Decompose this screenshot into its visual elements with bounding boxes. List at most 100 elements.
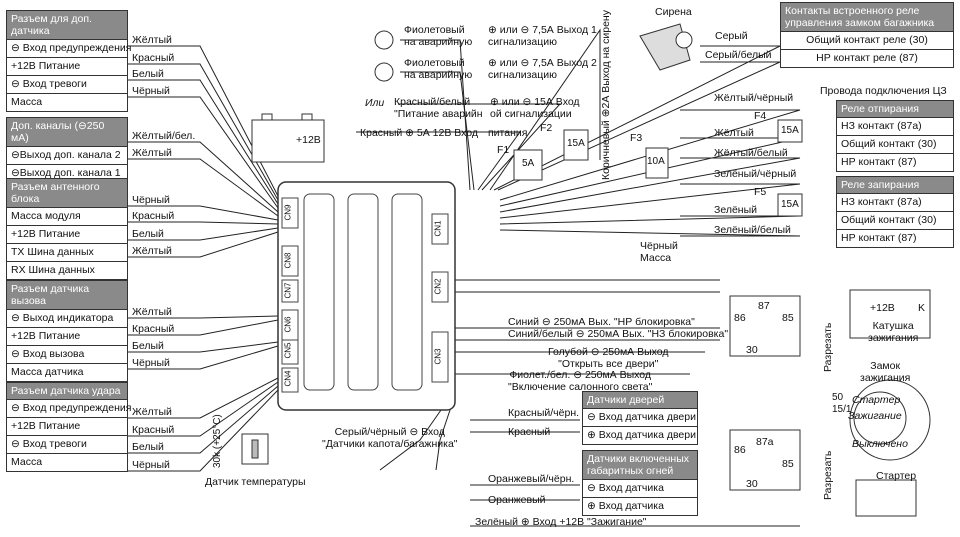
- box-row: +12В Питание: [7, 225, 127, 243]
- box-row: +12В Питание: [7, 417, 127, 435]
- wire-label: Жёлтый: [132, 147, 172, 159]
- relay-pin: 86: [734, 312, 746, 324]
- temp-sensor-label: Датчик температуры: [205, 476, 306, 488]
- box-row: Масса: [7, 93, 127, 111]
- wire-label: Жёлтый: [714, 127, 754, 139]
- box-title: Разъем антенного блока: [7, 179, 127, 207]
- starter-label: Стартер: [876, 470, 917, 482]
- wire-label: Фиолетовый на аварийную: [404, 24, 473, 48]
- wire-label: Зелёный ⊕ Вход +12В "Зажигание": [475, 516, 647, 528]
- siren-icon: [639, 23, 693, 71]
- wire-label: Оранжевый: [488, 494, 546, 506]
- box-row: Масса: [7, 453, 127, 471]
- wire-label: Жёлтый: [132, 245, 172, 257]
- box-row: Масса датчика: [7, 363, 127, 381]
- box-row: ⊖ Вход предупреждения: [7, 39, 131, 57]
- wire-label: Белый: [132, 228, 164, 240]
- wire-label: Красный: [508, 426, 551, 438]
- wire-label: Зелёный: [714, 204, 758, 216]
- wire-label: Жёлтый: [132, 406, 172, 418]
- extra-sensor-connector-box: Разъем для доп. датчика ⊖ Вход предупреж…: [6, 10, 131, 112]
- wire-label: Коричневый ⊕2А Выход на сирену: [600, 10, 612, 180]
- wire-label: Жёлтый/белый: [714, 147, 788, 159]
- wire-label: Чёрный: [132, 357, 170, 369]
- box-row: ⊕ Вход датчика: [583, 497, 697, 515]
- ignition-lock-label: Замок зажигания: [860, 360, 911, 384]
- box-row: НЗ контакт (87a): [837, 193, 953, 211]
- wire-label: Серый: [715, 30, 748, 42]
- connector-label: CN3: [433, 348, 443, 365]
- connector-label: CN2: [433, 278, 443, 295]
- fuse-label: F1: [497, 144, 510, 156]
- lock-position: Зажигание: [848, 410, 902, 422]
- box-row: ⊖Выход доп. канала 1: [7, 164, 127, 182]
- wire-label: Жёлтый: [132, 306, 172, 318]
- box-title: Реле отпирания: [837, 101, 953, 117]
- box-row: Общий контакт (30): [837, 135, 953, 153]
- fuse-label: F4: [754, 110, 767, 122]
- box-title: Разъем датчика удара: [7, 383, 127, 399]
- antenna-connector-box: Разъем антенного блока Масса модуля +12В…: [6, 178, 128, 280]
- wire-label: Белый: [132, 441, 164, 453]
- wire-label: Зелёный/белый: [714, 224, 791, 236]
- cut-label: Разрезать: [822, 450, 834, 500]
- wire-label: Белый: [132, 68, 164, 80]
- battery-label: +12В: [296, 134, 321, 146]
- wire-label: Синий ⊖ 250мА Вых. "НР блокировка": [508, 316, 695, 328]
- wire-label: Жёлтый/бел.: [132, 130, 196, 142]
- wire-label: Оранжевый/чёрн.: [488, 473, 575, 485]
- box-row: RX Шина данных: [7, 261, 127, 279]
- trunk-relay-box: Контакты встроенного реле управления зам…: [780, 2, 954, 68]
- relay-pin: 87a: [756, 436, 774, 448]
- box-row: TX Шина данных: [7, 243, 127, 261]
- box-row: ⊕ Вход датчика двери: [583, 426, 697, 444]
- relay-pin: 86: [734, 444, 746, 456]
- or-label: Или: [365, 97, 385, 109]
- relay-pin: 85: [782, 312, 794, 324]
- wire-label: Красный: [132, 52, 175, 64]
- wire-label: Чёрный: [132, 459, 170, 471]
- connector-label: CN5: [283, 342, 293, 359]
- wire-label: Красный ⊕ 5А 12В Вход: [360, 127, 479, 139]
- box-title: Доп. каналы (⊖250 мА): [7, 118, 127, 146]
- box-title: Разъем для доп. датчика: [7, 11, 127, 39]
- box-row: ⊖Выход доп. канала 2: [7, 146, 127, 164]
- box-row: +12В Питание: [7, 327, 127, 345]
- connector-label: CN9: [283, 204, 293, 221]
- wire-label: ⊕ или ⊖ 15А Вход ой сигнализации: [490, 96, 580, 120]
- wire-label: Чёрный: [132, 194, 170, 206]
- door-sensors-box: Датчики дверей ⊖ Вход датчика двери ⊕ Вх…: [582, 391, 698, 445]
- temp-sensor-value: 30k (+25°C): [212, 414, 223, 468]
- fuse-label: F3: [630, 132, 643, 144]
- lights-sensors-box: Датчики включенных габаритных огней ⊖ Вх…: [582, 450, 698, 516]
- control-unit: [277, 181, 456, 411]
- wire-label: ⊕ или ⊖ 7,5А Выход 2 сигнализацию: [488, 57, 597, 81]
- box-row: Общий контакт (30): [837, 211, 953, 229]
- box-title: Разъем датчика вызова: [7, 281, 127, 309]
- wire-label: Жёлтый: [132, 34, 172, 46]
- ground-label: Чёрный Масса: [640, 240, 678, 264]
- call-sensor-connector-box: Разъем датчика вызова ⊖ Выход индикатора…: [6, 280, 128, 382]
- terminal-label: 15/1: [832, 404, 852, 415]
- box-row: ⊖ Вход датчика двери: [583, 408, 697, 426]
- wire-label: питания: [488, 127, 528, 139]
- box-row: ⊖ Вход тревоги: [7, 75, 127, 93]
- box-row: +12В Питание: [7, 57, 127, 75]
- wire-label: Синий/белый ⊖ 250мА Вых. "НЗ блокировка": [508, 328, 729, 340]
- box-title: Датчики дверей: [583, 392, 697, 408]
- fuse-label: F2: [540, 122, 553, 134]
- wire-label: Чёрный: [132, 85, 170, 97]
- connector-label: CN8: [283, 252, 293, 269]
- wire-label: Зелёный/чёрный: [714, 168, 797, 180]
- fuse-label: F5: [754, 186, 767, 198]
- box-row: Общий контакт реле (30): [781, 31, 953, 49]
- box-row: НР контакт (87): [837, 153, 953, 171]
- wire-label: Красный/белый "Питание аварийн: [394, 96, 483, 120]
- box-row: ⊖ Вход предупреждения: [7, 399, 131, 417]
- siren-label: Сирена: [655, 6, 692, 18]
- section-label: Провода подключения ЦЗ: [820, 85, 947, 97]
- box-title: Реле запирания: [837, 177, 953, 193]
- box-row: Масса модуля: [7, 207, 127, 225]
- box-title: Контакты встроенного реле управления зам…: [781, 3, 953, 31]
- fuse-value: 5A: [522, 158, 535, 169]
